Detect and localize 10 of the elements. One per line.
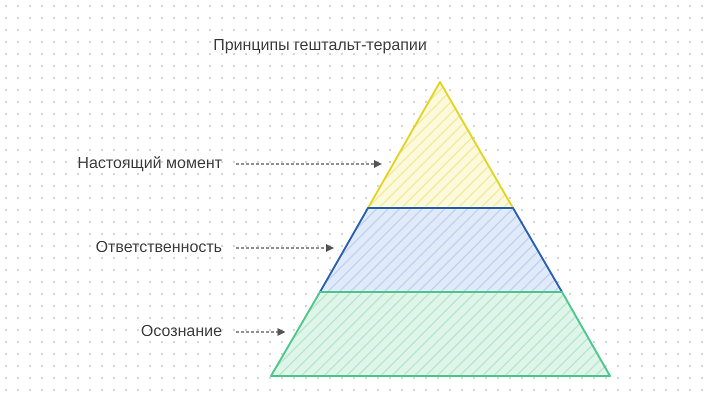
arrow [236, 328, 286, 336]
arrow [236, 160, 382, 168]
pyramid-top-layer [368, 82, 513, 208]
principle-label: Ответственность [96, 239, 222, 257]
pyramid-layer [320, 208, 562, 292]
principle-label: Настоящий момент [77, 155, 222, 173]
arrow [236, 244, 334, 252]
pyramid-layer [271, 292, 610, 376]
diagram-title: Принципы гештальт-терапии [212, 37, 428, 55]
principle-label: Осознание [140, 323, 222, 341]
